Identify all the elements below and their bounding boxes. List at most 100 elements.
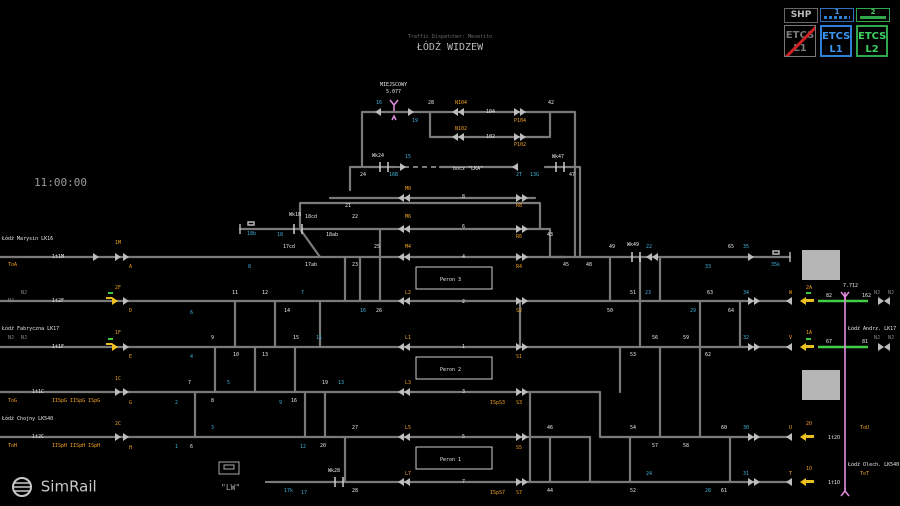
- track-label: R6: [516, 234, 522, 240]
- track-label: 19: [412, 118, 418, 124]
- track-label: S3: [516, 400, 522, 406]
- track-label: ToA: [8, 262, 17, 268]
- antenna-icon-local: [389, 99, 399, 111]
- track-label: 23: [645, 290, 651, 296]
- track-label: IISpG IISpG ISpG: [52, 398, 100, 404]
- track-label: 1C: [115, 376, 121, 382]
- track-label: 12: [300, 444, 306, 450]
- track-label: 56: [652, 335, 658, 341]
- etcs-level2-indicator[interactable]: 2: [856, 8, 890, 22]
- track-label: ToT: [860, 471, 869, 477]
- track-label: NJ: [888, 290, 894, 296]
- track-label: 13G: [530, 172, 539, 178]
- track-label: 1A: [806, 330, 812, 336]
- track-label: NJ: [8, 335, 14, 341]
- signal-2o[interactable]: [800, 433, 814, 441]
- track-label: 162: [862, 293, 871, 299]
- track-label: 5: [462, 434, 465, 440]
- track-label: M8: [405, 186, 411, 192]
- track-label: 102: [486, 134, 495, 140]
- track-label: 62: [705, 352, 711, 358]
- level1-bar: [824, 16, 850, 19]
- platform-peron-2[interactable]: Peron 2: [415, 356, 493, 380]
- track-label: 27: [352, 425, 358, 431]
- signal-2a[interactable]: [800, 292, 814, 305]
- signal-2f[interactable]: [106, 292, 118, 305]
- level2-bar: [860, 16, 886, 19]
- track-label: 21: [345, 203, 351, 209]
- track-label: NJ: [21, 290, 27, 296]
- track-label: 67: [826, 339, 832, 345]
- platform-peron-1[interactable]: Peron 1: [415, 446, 493, 470]
- level1-label: 1: [834, 8, 840, 16]
- track-label: ToG: [8, 398, 17, 404]
- track-label: 35k: [771, 262, 780, 268]
- track-label: 28: [428, 100, 434, 106]
- track-label: 32: [743, 335, 749, 341]
- antenna-icon-east: [840, 291, 850, 300]
- track-label: 26: [376, 308, 382, 314]
- track-label: 19: [322, 380, 328, 386]
- track-label: 33: [705, 264, 711, 270]
- track-label: 7: [462, 479, 465, 485]
- dispatcher-subtitle: Traffic Dispatcher: Meserito: [407, 34, 493, 40]
- track-label: 17k: [284, 488, 293, 494]
- track-label: 11: [232, 290, 238, 296]
- shp-badge[interactable]: SHP: [784, 8, 818, 23]
- simrail-logo: SimRail: [10, 477, 97, 497]
- track-label: 1: [462, 344, 465, 350]
- signal-1a[interactable]: [800, 338, 814, 351]
- track-label: 3: [462, 389, 465, 395]
- station-title: ŁÓDŹ WIDZEW: [416, 42, 484, 53]
- track-label: 1M: [115, 240, 121, 246]
- track-label: 4: [462, 254, 465, 260]
- track-label: 16: [376, 100, 382, 106]
- track-label: 13: [338, 380, 344, 386]
- track-label: 51: [630, 290, 636, 296]
- antenna-icon-local-base: [391, 114, 397, 121]
- track-label: 34: [743, 290, 749, 296]
- track-label: 5: [227, 380, 230, 386]
- track-label: W: [789, 290, 793, 296]
- track-label: 1O: [806, 466, 812, 472]
- track-label: 6: [190, 444, 193, 450]
- track-label: 28: [352, 488, 358, 494]
- track-label: 58: [683, 443, 689, 449]
- track-label: IISpH IISpH ISpH: [52, 443, 100, 449]
- track-label: 30: [743, 425, 749, 431]
- track-label: NJ: [21, 335, 27, 341]
- track-label: E: [129, 354, 132, 360]
- disabled-slash-icon: [785, 26, 815, 56]
- etcs-l1-disabled-button[interactable]: ETCS L1: [784, 25, 816, 57]
- track-label: 54: [630, 425, 636, 431]
- etcs-l2-button[interactable]: ETCS L2: [856, 25, 888, 57]
- track-label: 59: [683, 335, 689, 341]
- signal-1f[interactable]: [106, 338, 118, 351]
- track-label: 11: [316, 335, 322, 341]
- signal-1o[interactable]: [800, 478, 814, 486]
- track-label: 17ab: [305, 262, 317, 268]
- etcs-level1-indicator[interactable]: 1: [820, 8, 854, 22]
- track-label: 22: [646, 244, 652, 250]
- platform-label: Peron 1: [440, 457, 461, 463]
- track-label: S2: [516, 308, 522, 314]
- track-label: 60: [721, 425, 727, 431]
- etcs-l1-button[interactable]: ETCS L1: [820, 25, 852, 57]
- track-label: 1t1M: [52, 254, 64, 260]
- track-label: L3: [405, 380, 411, 386]
- local-post-km: 5.077: [386, 89, 401, 95]
- local-post-title: MIEJSCOWY: [380, 82, 407, 88]
- track-label: ISpS7: [490, 490, 505, 496]
- track-label: P104: [514, 118, 526, 124]
- clock: 11:00:00: [34, 176, 87, 189]
- track-label: 2T: [516, 172, 522, 178]
- track-label: 12: [262, 290, 268, 296]
- track-label: S5: [516, 445, 522, 451]
- track-label: 9: [279, 400, 282, 406]
- lw-indicator[interactable]: "LW": [218, 461, 240, 492]
- track-lines: [0, 110, 792, 484]
- track-label: 35: [743, 244, 749, 250]
- etcs-label: ETCS: [858, 31, 887, 42]
- platform-peron-3[interactable]: Peron 3: [415, 266, 493, 290]
